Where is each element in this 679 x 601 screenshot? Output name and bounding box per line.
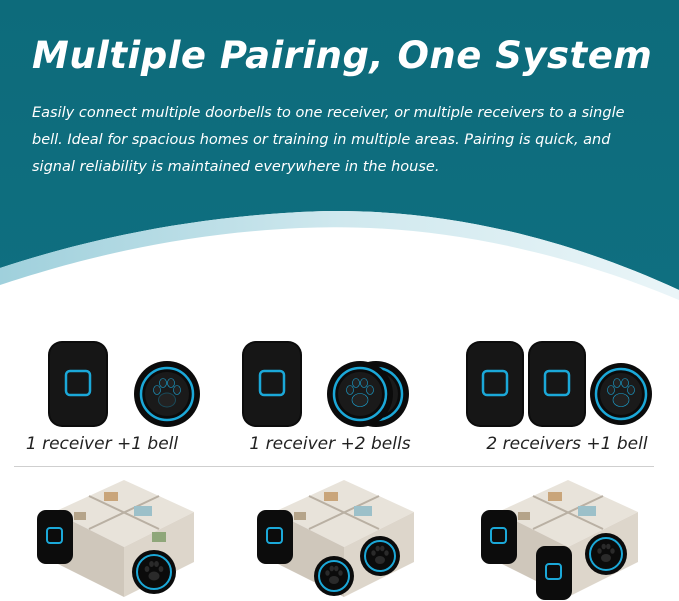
section-divider [14, 466, 654, 467]
receiver-icon [242, 341, 302, 427]
page-title: Multiple Pairing, One System [32, 34, 653, 77]
config-2-receivers-1-bell: 2 receivers +1 bell [466, 330, 656, 460]
banner-wave-background [0, 0, 679, 300]
house-floorplan-icon [257, 480, 414, 597]
config-label: 1 receiver +1 bell [25, 434, 179, 454]
receiver-icon [48, 341, 108, 427]
receiver-icon [466, 341, 524, 427]
pairing-configurations: 1 receiver +1 bell [0, 330, 679, 460]
header-banner: Multiple Pairing, One System Easily conn… [0, 0, 679, 300]
page-description: Easily connect multiple doorbells to one… [32, 105, 625, 175]
config-1-receiver-1-bell: 1 receiver +1 bell [26, 330, 210, 460]
floorplan-row [0, 472, 679, 601]
receiver-icon [528, 341, 586, 427]
config-1-receiver-2-bells: 1 receiver +2 bells [240, 330, 420, 460]
config-label: 1 receiver +2 bells [249, 434, 411, 454]
paw-bell-icon [134, 361, 200, 427]
house-floorplan-icon [37, 480, 194, 597]
house-floorplan-icon [481, 480, 638, 600]
paw-bell-icon [327, 361, 393, 427]
config-label: 2 receivers +1 bell [486, 434, 648, 454]
paw-bell-icon [590, 363, 652, 425]
